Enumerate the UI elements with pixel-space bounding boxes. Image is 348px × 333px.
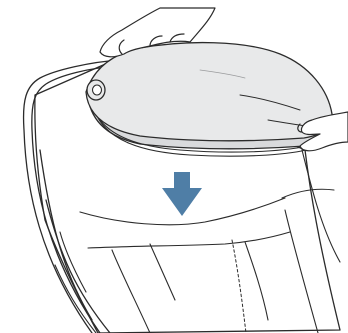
cushion — [86, 43, 332, 157]
